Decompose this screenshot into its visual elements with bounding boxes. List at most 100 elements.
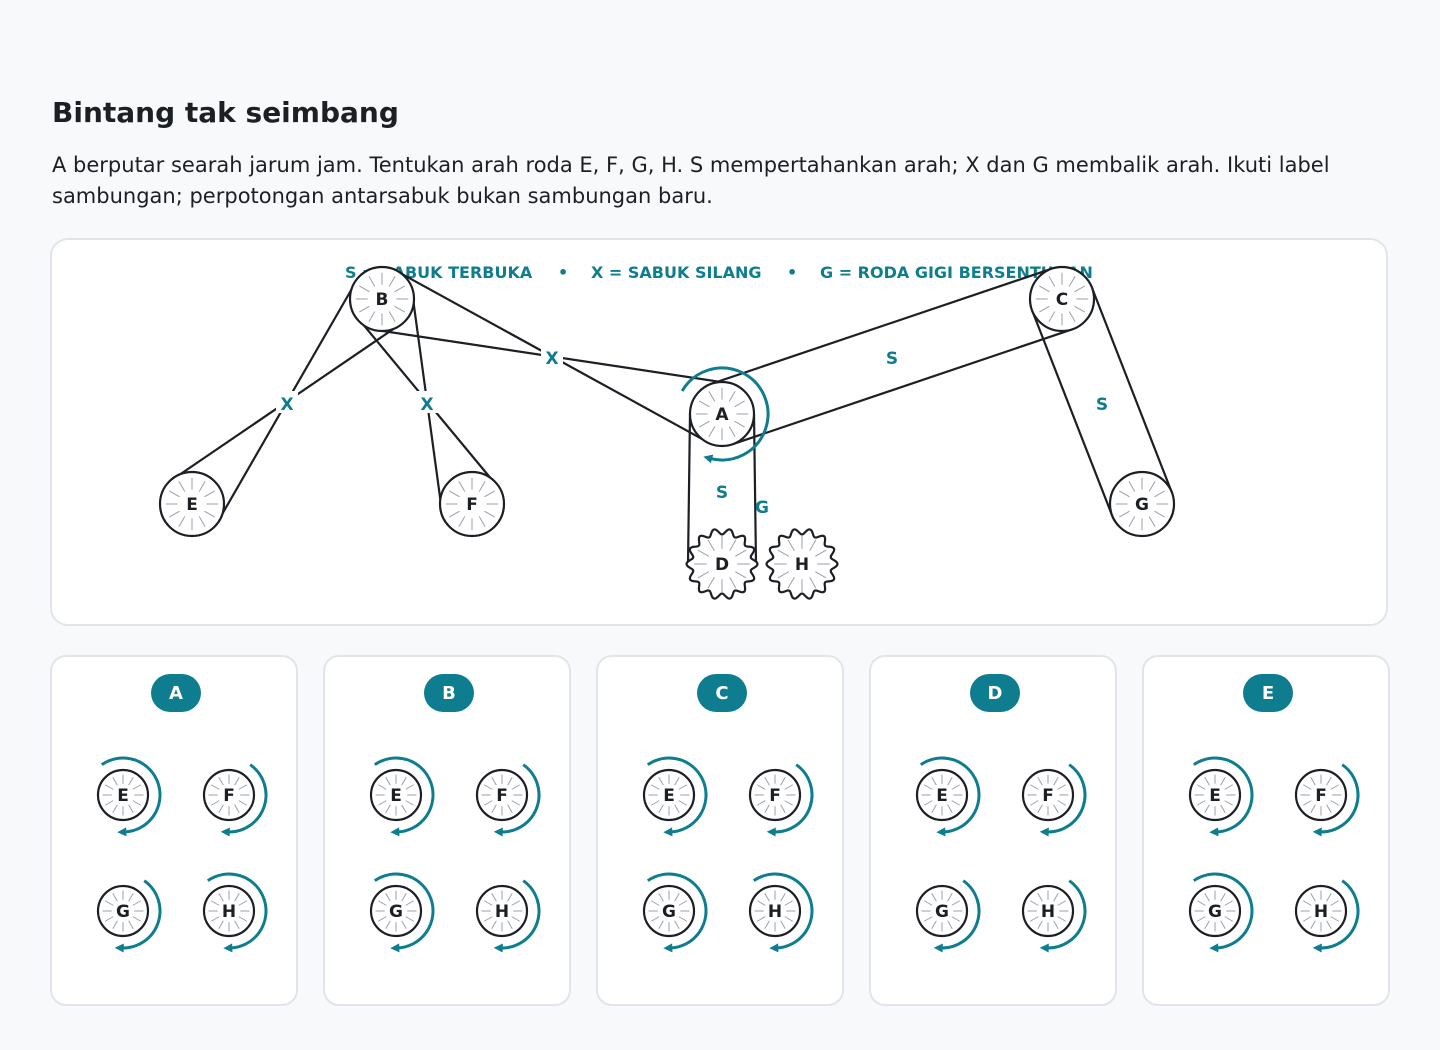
option-d-wheel-e-rim bbox=[915, 768, 969, 822]
option-a-wheel-h-spoke bbox=[210, 900, 220, 906]
option-e-wheel-e-spoke bbox=[1224, 800, 1234, 806]
option-e-wheel-e-spoke bbox=[1204, 776, 1210, 786]
option-b-wheel-f-direction-arrowhead bbox=[493, 827, 503, 837]
option-d-wheel-f-spoke bbox=[1053, 776, 1059, 786]
option-e-wheel-f-spoke bbox=[1302, 800, 1312, 806]
option-c-wheel-h-direction-arc bbox=[752, 872, 814, 950]
wheel-c-spoke bbox=[1048, 276, 1056, 287]
option-e-wheel-h-label: H bbox=[1314, 902, 1328, 922]
option-e-wheel-g-direction-arc bbox=[1192, 872, 1254, 950]
option-b-wheel-h: H bbox=[475, 879, 541, 953]
option-c-wheel-h-direction-arrowhead bbox=[769, 943, 779, 953]
belt-a-d-side-1 bbox=[686, 413, 692, 565]
belt-b-e-label-bg bbox=[276, 391, 298, 413]
option-c-wheel-g-label: G bbox=[662, 902, 676, 922]
option-b-wheel-e-direction-arrowhead bbox=[390, 827, 400, 837]
option-c-wheel-f-spoke bbox=[780, 804, 786, 814]
wheel-c-spoke bbox=[1068, 311, 1076, 322]
wheel-e-spoke bbox=[178, 516, 186, 527]
wheel-a-spoke bbox=[728, 391, 736, 402]
option-e-wheel-g-spoke bbox=[1196, 900, 1206, 906]
option-c-wheel-f-spoke bbox=[764, 804, 770, 814]
option-b-badge bbox=[424, 674, 474, 712]
option-d-letter: D bbox=[988, 683, 1003, 704]
option-e-wheel-g-spoke bbox=[1220, 892, 1226, 902]
option-e-wheel-h-spoke bbox=[1330, 916, 1340, 922]
option-a-wheel-g-spoke bbox=[112, 892, 118, 902]
option-d-wheel-f-spoke bbox=[1053, 804, 1059, 814]
option-d-wheel-f-spoke bbox=[1057, 784, 1067, 790]
option-b-wheel-g-label: G bbox=[389, 902, 403, 922]
option-b-wheel-h-spoke bbox=[507, 920, 513, 930]
wheel-c-spoke bbox=[1074, 305, 1085, 313]
option-b-wheel-f-spoke bbox=[483, 784, 493, 790]
option-a-wheel-g-spoke bbox=[128, 892, 134, 902]
wheel-a-spoke bbox=[699, 400, 710, 408]
wheel-a-rim bbox=[688, 380, 756, 448]
option-e-wheel-g-spoke bbox=[1220, 920, 1226, 930]
wheel-h-spoke bbox=[809, 577, 817, 589]
wheel-b-rim bbox=[348, 265, 416, 333]
option-e-wheel-h-direction-arrowhead bbox=[1312, 943, 1322, 953]
option-a-letter: A bbox=[169, 683, 183, 704]
option-d-wheel-g-spoke bbox=[951, 916, 961, 922]
option-c-wheel-e: E bbox=[642, 756, 708, 837]
wheel-g-spoke bbox=[1119, 490, 1130, 498]
option-b-wheel-g-spoke bbox=[401, 920, 407, 930]
option-d-wheel-h-spoke bbox=[1053, 920, 1059, 930]
wheel-d-spoke bbox=[697, 549, 709, 557]
option-d-wheel-g-rim bbox=[915, 884, 969, 938]
wheel-b-spoke bbox=[388, 311, 396, 322]
option-d-wheel-e-spoke bbox=[951, 784, 961, 790]
wheel-d-spoke bbox=[707, 539, 715, 551]
wheel-a-spoke bbox=[699, 420, 710, 428]
wheel-b-spoke bbox=[394, 305, 405, 313]
option-d-wheel-g: G bbox=[915, 879, 981, 953]
wheel-e-spoke bbox=[169, 490, 180, 498]
option-d-wheel-f-spoke bbox=[1057, 800, 1067, 806]
option-d-wheel-g-spoke bbox=[947, 920, 953, 930]
option-a-wheel-f-label: F bbox=[223, 786, 235, 806]
option-d-wheel-e-spoke bbox=[931, 776, 937, 786]
option-c-wheel-f-spoke bbox=[756, 784, 766, 790]
option-c-wheel-g-spoke bbox=[674, 920, 680, 930]
option-d-badge bbox=[970, 674, 1020, 712]
option-a-wheel-e-spoke bbox=[128, 776, 134, 786]
wheel-f-spoke bbox=[458, 481, 466, 492]
wheel-f-spoke bbox=[449, 490, 460, 498]
option-d-wheel-h-spoke bbox=[1057, 916, 1067, 922]
option-d-wheel-e-direction-arrowhead bbox=[936, 827, 946, 837]
option-b-wheel-g-rim bbox=[369, 884, 423, 938]
belt-diagram-panel: S = SABUK TERBUKA • X = SABUK SILANG • G… bbox=[50, 238, 1388, 626]
wheel-h-gear-rim bbox=[765, 528, 839, 600]
legend-dot-1: • bbox=[558, 263, 568, 282]
option-c-wheel-h-rim bbox=[748, 884, 802, 938]
option-e-wheel-f-spoke bbox=[1310, 776, 1316, 786]
wheel-g-label: G bbox=[1135, 495, 1149, 515]
wheel-e-spoke bbox=[204, 490, 215, 498]
option-e-wheel-h-spoke bbox=[1302, 900, 1312, 906]
wheel-b-spoke bbox=[368, 311, 376, 322]
option-a-wheel-g-rim bbox=[96, 884, 150, 938]
option-d-wheel-f: F bbox=[1021, 763, 1087, 837]
option-a-wheel-h-spoke bbox=[238, 916, 248, 922]
wheel-a-spoke bbox=[734, 420, 745, 428]
option-d-wheel-h-spoke bbox=[1057, 900, 1067, 906]
option-b-wheel-h-label: H bbox=[495, 902, 509, 922]
option-b-wheel-e-spoke bbox=[401, 804, 407, 814]
option-e-wheel-h-spoke bbox=[1302, 916, 1312, 922]
option-a-wheel-e: E bbox=[96, 756, 162, 837]
option-e-wheel-f-direction-arrowhead bbox=[1312, 827, 1322, 837]
wheel-f-spoke bbox=[484, 490, 495, 498]
wheel-c-spoke bbox=[1048, 311, 1056, 322]
wheel-d-spoke bbox=[729, 577, 737, 589]
option-a-wheel-f-spoke bbox=[234, 804, 240, 814]
